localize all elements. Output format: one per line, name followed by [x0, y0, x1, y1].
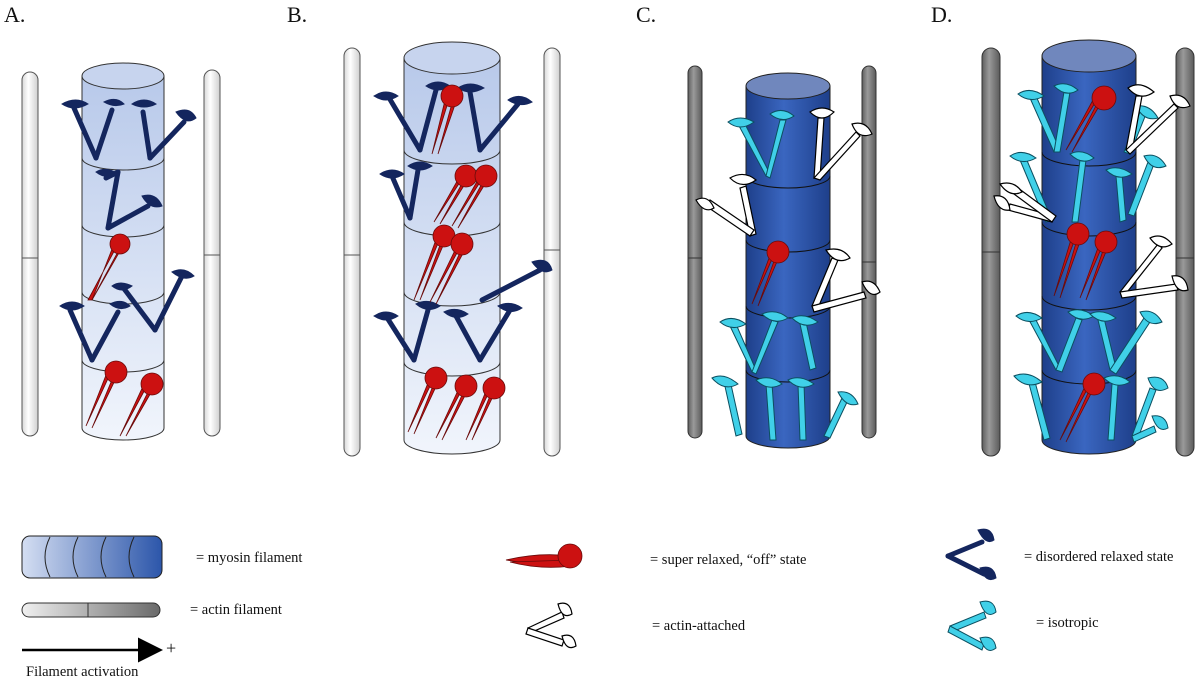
- panel-label-b: B.: [287, 2, 308, 27]
- actin-filament: [343, 47, 361, 457]
- myosin-filament-icon: [21, 535, 163, 579]
- legend-disordered-relaxed-text: = disordered relaxed state: [1024, 549, 1174, 565]
- actin-filament-icon: [21, 602, 161, 618]
- legend-actin-attached-text: = actin-attached: [652, 618, 746, 634]
- actin-filament: [543, 47, 561, 457]
- legend: [21, 528, 997, 663]
- legend-actin-filament-text: = actin filament: [190, 602, 282, 618]
- legend-isotropic-text: = isotropic: [1036, 615, 1099, 631]
- activation-plus-sign: +: [166, 638, 177, 658]
- actin-filament: [21, 71, 39, 437]
- actin-filament: [861, 65, 877, 439]
- super-relaxed-heads: [85, 233, 164, 437]
- actin-attached-heads: [695, 107, 881, 313]
- isotropic-head-icon: [947, 600, 997, 651]
- super-relaxed-heads: [407, 84, 506, 441]
- actin-filament: [1175, 47, 1195, 457]
- actin-attached-heads: [993, 84, 1191, 299]
- panel-a: [21, 62, 221, 441]
- disordered-relaxed-heads: [59, 98, 197, 363]
- legend-super-relaxed-text: = super relaxed, “off” state: [650, 552, 807, 568]
- disordered-relaxed-heads: [373, 81, 553, 363]
- panel-label-d: D.: [931, 2, 953, 27]
- actin-filament: [687, 65, 703, 439]
- legend-filament-activation-text: Filament activation: [26, 664, 139, 680]
- isotropic-heads: [711, 110, 859, 441]
- panel-c: [687, 65, 881, 449]
- legend-myosin-filament-text: = myosin filament: [196, 550, 303, 566]
- actin-attached-head-icon: [525, 602, 577, 649]
- super-relaxed-heads: [1053, 85, 1118, 443]
- isotropic-heads: [1009, 83, 1169, 443]
- panel-label-c: C.: [636, 2, 657, 27]
- super-relaxed-head-icon: [505, 543, 583, 569]
- super-relaxed-heads: [751, 240, 790, 307]
- panel-d: [981, 39, 1195, 457]
- panel-label-a: A.: [4, 2, 26, 27]
- panel-b: [343, 41, 561, 457]
- actin-filament: [203, 69, 221, 437]
- disordered-relaxed-head-icon: [945, 528, 997, 581]
